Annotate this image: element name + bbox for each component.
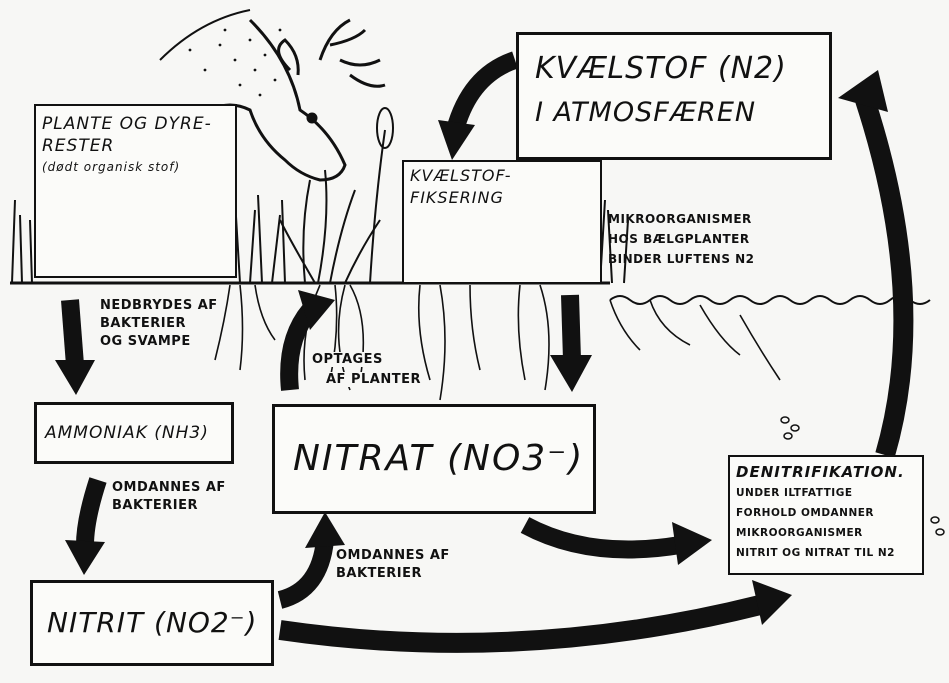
atmosphere-box: KVÆLSTOF (N2) I ATMOSFÆREN — [516, 32, 832, 160]
decomposed-label-2: BAKTERIER — [100, 316, 187, 331]
arrow-nitrite-to-denitrification — [278, 595, 763, 653]
uptake-label-2: AF PLANTER — [326, 372, 421, 387]
denitrification-title: DENITRIFIKATION. — [736, 463, 905, 481]
arrowhead-remains-to-ammonia — [55, 360, 95, 395]
atmosphere-title: KVÆLSTOF (N2) — [535, 51, 787, 86]
arrowhead-fixation-to-nitrate — [550, 355, 592, 392]
uptake-label-1: OPTAGES — [312, 352, 383, 367]
arrow-nitrite-to-nitrate — [277, 538, 334, 609]
denitrification-line-1: UNDER ILTFATTIGE — [736, 487, 853, 499]
fixation-title-2: FIKSERING — [410, 188, 504, 207]
remains-title-1: PLANTE OG DYRE- — [42, 114, 212, 134]
arrowhead-nitrite-to-denitrification — [752, 580, 792, 625]
arrowhead-nitrate-to-denitrification — [672, 522, 712, 565]
denitrification-box: DENITRIFIKATION. UNDER ILTFATTIGE FORHOL… — [728, 455, 924, 575]
denitrification-line-2: FORHOLD OMDANNER — [736, 507, 875, 519]
fixation-box: KVÆLSTOF- FIKSERING — [402, 160, 602, 284]
bubbles-illustration — [780, 416, 945, 536]
nitrite-box: NITRIT (NO2⁻) — [30, 580, 274, 666]
denitrification-line-3: MIKROORGANISMER — [736, 527, 863, 539]
decomposed-label-3: OG SVAMPE — [100, 334, 191, 349]
nitrate-label: NITRAT (NO3⁻) — [293, 438, 585, 479]
deer-illustration — [159, 9, 386, 182]
converted-label-2a: OMDANNES AF — [336, 548, 450, 563]
remains-subtitle: (dødt organisk stof) — [42, 160, 181, 174]
arrowhead-nitrate-to-plants — [298, 290, 335, 330]
arrow-remains-to-ammonia — [61, 299, 84, 366]
converted-label-2b: BAKTERIER — [336, 566, 423, 581]
ammonia-box: AMMONIAK (NH3) — [34, 402, 234, 464]
microbes-label-3: BINDER LUFTENS N2 — [608, 252, 755, 266]
microbes-label-2: HOS BÆLGPLANTER — [608, 232, 750, 246]
atmosphere-subtitle: I ATMOSFÆREN — [535, 97, 757, 128]
nitrate-box: NITRAT (NO3⁻) — [272, 404, 596, 514]
converted-label-1a: OMDANNES AF — [112, 480, 226, 495]
arrow-ammonia-to-nitrite — [76, 477, 107, 546]
arrowhead-denitrification-to-atmosphere — [838, 70, 888, 112]
grass-illustration — [11, 107, 629, 284]
arrowhead-nitrite-to-nitrate — [305, 512, 345, 548]
arrowhead-ammonia-to-nitrite — [65, 540, 105, 575]
arrowhead-atmosphere-to-fixation — [438, 120, 475, 160]
arrow-denitrification-to-atmosphere — [855, 96, 914, 458]
nitrite-label: NITRIT (NO2⁻) — [47, 606, 258, 639]
arrow-nitrate-to-plants — [280, 304, 318, 391]
denitrification-line-4: NITRIT OG NITRAT TIL N2 — [736, 547, 895, 559]
water-surface — [609, 295, 931, 305]
remains-box: PLANTE OG DYRE- RESTER (dødt organisk st… — [34, 104, 237, 278]
remains-title-2: RESTER — [42, 136, 115, 156]
arrow-atmosphere-to-fixation — [446, 51, 519, 133]
fixation-title-1: KVÆLSTOF- — [410, 166, 512, 185]
ammonia-label: AMMONIAK (NH3) — [45, 423, 209, 443]
converted-label-1b: BAKTERIER — [112, 498, 199, 513]
arrow-nitrate-to-denitrification — [520, 517, 682, 559]
decomposed-label-1: NEDBRYDES AF — [100, 298, 218, 313]
microbes-label-1: MIKROORGANISMER — [608, 212, 752, 226]
arrow-fixation-to-nitrate — [561, 294, 581, 361]
